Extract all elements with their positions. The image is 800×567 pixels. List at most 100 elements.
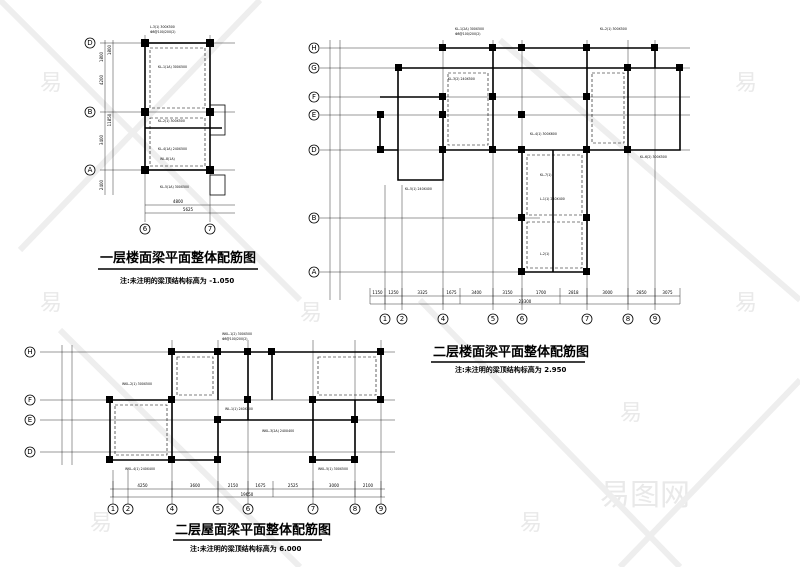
svg-text:E: E	[312, 111, 316, 119]
svg-text:易: 易	[620, 401, 642, 426]
svg-text:5: 5	[216, 505, 220, 513]
svg-text:WKL-5(1) 300X500: WKL-5(1) 300X500	[318, 467, 348, 471]
axis-bubble-5: 5	[212, 503, 224, 515]
svg-text:2: 2	[400, 315, 404, 323]
dimension-label: 2525	[288, 483, 299, 488]
axis-bubble-9: 9	[375, 503, 387, 515]
svg-text:H: H	[311, 44, 316, 52]
svg-text:A: A	[312, 268, 317, 276]
axis-bubble-6: 6	[242, 503, 254, 515]
svg-text:8: 8	[626, 315, 630, 323]
plan2-note: 注:未注明的梁顶结构标高为 2.950	[455, 365, 567, 374]
axis-bubble-5: 5	[487, 313, 499, 325]
axis-bubble-B: B	[84, 106, 96, 118]
axis-bubble-B: B	[308, 212, 320, 224]
svg-text:Φ8@100/200(2): Φ8@100/200(2)	[455, 32, 480, 36]
dimension-label: 2818	[568, 290, 579, 295]
svg-text:D: D	[87, 39, 92, 47]
svg-text:易: 易	[40, 71, 62, 96]
axis-bubble-8: 8	[622, 313, 634, 325]
svg-text:KL-2(1) 300X500: KL-2(1) 300X500	[158, 119, 185, 123]
axis-bubble-2: 2	[396, 313, 408, 325]
dimension-label: 1150	[372, 290, 383, 295]
svg-text:KL-4(1A) 240X500: KL-4(1A) 240X500	[158, 147, 187, 151]
svg-text:WL-8(1A): WL-8(1A)	[160, 157, 175, 161]
svg-text:易: 易	[90, 511, 112, 536]
svg-text:4800: 4800	[173, 199, 184, 204]
svg-text:Φ8@100/200(2): Φ8@100/200(2)	[222, 337, 247, 341]
svg-text:B: B	[88, 108, 93, 116]
plan3-note: 注:未注明的梁顶结构标高为 6.000	[190, 544, 302, 553]
svg-text:6: 6	[520, 315, 525, 323]
axis-bubble-D: D	[308, 144, 320, 156]
svg-text:KL-5(1A) 300X500: KL-5(1A) 300X500	[160, 185, 189, 189]
svg-text:KL-4(1) 300X600: KL-4(1) 300X600	[530, 132, 557, 136]
axis-bubble-7: 7	[204, 223, 216, 235]
dimension-label: 3075	[662, 290, 673, 295]
axis-bubble-6: 6	[516, 313, 528, 325]
svg-text:WKL-1(2) 300X500: WKL-1(2) 300X500	[222, 332, 252, 336]
svg-text:KL-5(1) 240X400: KL-5(1) 240X400	[405, 187, 432, 191]
dimension-label: 3400	[471, 290, 482, 295]
axis-bubble-A: A	[308, 266, 320, 278]
svg-text:WKL-2(1) 300X500: WKL-2(1) 300X500	[122, 382, 152, 386]
axis-bubble-1: 1	[379, 313, 391, 325]
axis-bubble-A: A	[84, 164, 96, 176]
svg-text:KL-1(2A) 300X500: KL-1(2A) 300X500	[455, 27, 484, 31]
svg-text:9: 9	[653, 315, 657, 323]
svg-text:L-3(1) 300X500: L-3(1) 300X500	[150, 25, 175, 29]
svg-text:E: E	[28, 416, 32, 424]
dimension-label: 3150	[502, 290, 513, 295]
svg-text:KL-2(1) 300X500: KL-2(1) 300X500	[600, 27, 627, 31]
svg-text:F: F	[312, 93, 316, 101]
svg-text:B: B	[312, 214, 317, 222]
dimension-label: 2100	[363, 483, 374, 488]
svg-text:易: 易	[40, 291, 62, 316]
svg-text:G: G	[311, 64, 316, 72]
svg-text:6: 6	[246, 505, 251, 513]
dimension-label: 3600	[190, 483, 201, 488]
svg-text:7: 7	[585, 315, 589, 323]
svg-text:4200: 4200	[99, 74, 104, 85]
svg-text:KL-3(2) 240X500: KL-3(2) 240X500	[448, 77, 475, 81]
svg-text:D: D	[27, 448, 32, 456]
svg-text:1800: 1800	[99, 51, 104, 62]
svg-text:KL-1(1A) 300X500: KL-1(1A) 300X500	[158, 65, 187, 69]
svg-text:F: F	[28, 396, 32, 404]
svg-text:3400: 3400	[99, 134, 104, 145]
dimension-label: 1250	[388, 290, 399, 295]
axis-bubble-7: 7	[581, 313, 593, 325]
svg-text:L-2(1): L-2(1)	[540, 252, 549, 256]
dimension-label: 3000	[602, 290, 613, 295]
axis-bubble-E: E	[308, 109, 320, 121]
svg-text:1: 1	[383, 315, 387, 323]
plan2-title: 二层楼面梁平面整体配筋图	[433, 344, 589, 360]
svg-text:D: D	[311, 146, 316, 154]
axis-bubble-7: 7	[307, 503, 319, 515]
axis-bubble-E: E	[24, 414, 36, 426]
svg-text:KL-7(1): KL-7(1)	[540, 173, 552, 177]
svg-text:1: 1	[111, 505, 115, 513]
dimension-label: 1675	[255, 483, 266, 488]
dimension-label: 1675	[446, 290, 457, 295]
svg-text:6: 6	[143, 225, 148, 233]
svg-text:5: 5	[491, 315, 495, 323]
axis-bubble-H: H	[308, 42, 320, 54]
axis-bubble-D: D	[24, 446, 36, 458]
svg-text:7: 7	[208, 225, 212, 233]
svg-text:WL-1(1) 240X400: WL-1(1) 240X400	[225, 407, 253, 411]
svg-text:易: 易	[520, 511, 542, 536]
axis-bubble-6: 6	[139, 223, 151, 235]
svg-text:23300: 23300	[519, 299, 532, 304]
plan1-title: 一层楼面梁平面整体配筋图	[100, 250, 256, 266]
svg-text:KL-6(2) 300X500: KL-6(2) 300X500	[640, 155, 667, 159]
svg-text:WKL-4(1) 240X400: WKL-4(1) 240X400	[125, 467, 155, 471]
dimension-label: 3000	[329, 483, 340, 488]
svg-text:Φ8@100/200(2): Φ8@100/200(2)	[150, 30, 175, 34]
svg-text:4: 4	[170, 505, 175, 513]
axis-bubble-4: 4	[437, 313, 449, 325]
svg-text:2: 2	[126, 505, 130, 513]
svg-text:11850: 11850	[107, 113, 112, 126]
dimension-label: 3325	[417, 290, 428, 295]
